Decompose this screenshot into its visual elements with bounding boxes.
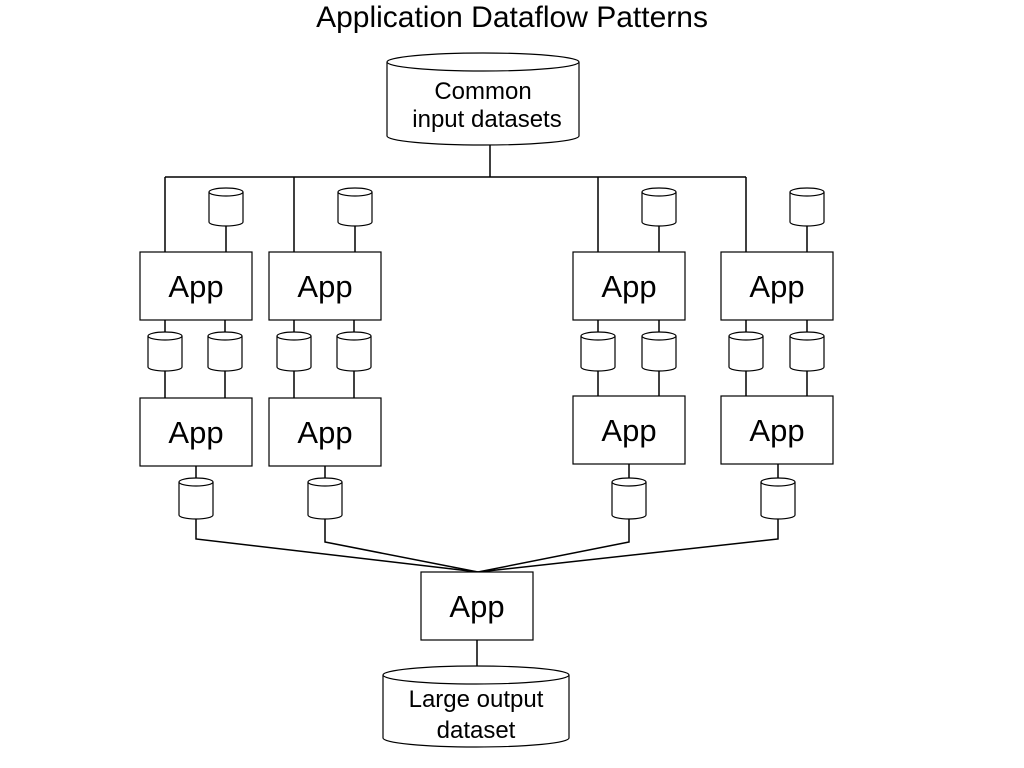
converge-line-1 <box>195 519 479 573</box>
top-dataset-cylinder-1 <box>208 187 244 227</box>
app-label: App <box>297 269 352 304</box>
output-dataset-label-line1: Large output <box>409 686 544 713</box>
mid-dataset-cylinder-3-2 <box>641 331 677 372</box>
app-label: App <box>601 269 656 304</box>
app-box-final: App <box>420 571 534 641</box>
converge-line-3 <box>477 519 630 573</box>
converge-line-4 <box>477 519 779 573</box>
app-box-stage1-4: App <box>720 251 834 321</box>
app-box-stage2-2: App <box>268 397 382 467</box>
bottom-dataset-cylinder-1 <box>178 477 214 520</box>
mid-dataset-cylinder-1-2 <box>207 331 243 372</box>
top-dataset-cylinder-3 <box>641 187 677 227</box>
mid-dataset-cylinder-2-2 <box>336 331 372 372</box>
app-label: App <box>449 589 504 624</box>
app-label: App <box>601 413 656 448</box>
mid-dataset-cylinder-4-1 <box>728 331 764 372</box>
converge-line-2 <box>324 519 479 573</box>
mid-dataset-cylinder-2-1 <box>276 331 312 372</box>
app-box-stage2-4: App <box>720 395 834 465</box>
app-label: App <box>749 269 804 304</box>
bottom-dataset-cylinder-3 <box>611 477 647 520</box>
bottom-dataset-cylinder-4 <box>760 477 796 520</box>
app-label: App <box>749 413 804 448</box>
app-box-stage2-3: App <box>572 395 686 465</box>
app-box-stage2-1: App <box>139 397 253 467</box>
bottom-dataset-cylinder-2 <box>307 477 343 520</box>
app-box-stage1-3: App <box>572 251 686 321</box>
intermediate-datasets <box>147 187 825 520</box>
app-box-stage1-2: App <box>268 251 382 321</box>
app-label: App <box>168 415 223 450</box>
input-dataset-label-line2: input datasets <box>412 106 561 133</box>
large-output-dataset-cylinder: Large output dataset <box>382 665 570 748</box>
mid-dataset-cylinder-3-1 <box>580 331 616 372</box>
output-dataset-label-line2: dataset <box>437 717 516 744</box>
top-dataset-cylinder-2 <box>337 187 373 227</box>
app-label: App <box>168 269 223 304</box>
mid-dataset-cylinder-4-2 <box>789 331 825 372</box>
input-dataset-label-line1: Common <box>434 78 531 105</box>
app-box-stage1-1: App <box>139 251 253 321</box>
app-label: App <box>297 415 352 450</box>
top-dataset-cylinder-4 <box>789 187 825 227</box>
mid-dataset-cylinder-1-1 <box>147 331 183 372</box>
common-input-datasets-cylinder: Common input datasets <box>386 52 580 146</box>
diagram-title: Application Dataflow Patterns <box>316 1 708 34</box>
